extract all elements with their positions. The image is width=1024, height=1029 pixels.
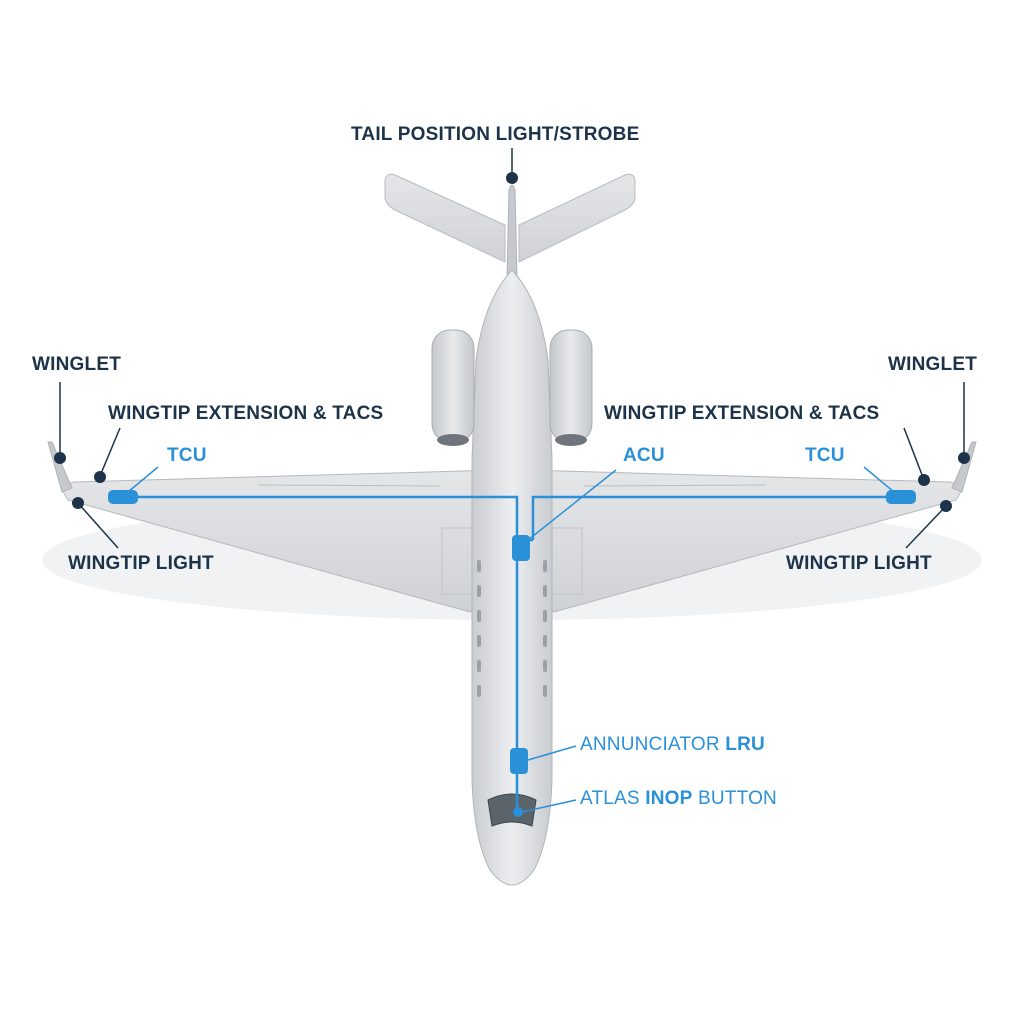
fuselage bbox=[471, 269, 553, 886]
winglet-right-dot bbox=[958, 452, 970, 464]
wingtip-light-right-dot bbox=[940, 500, 952, 512]
annunciator-lru-unit bbox=[510, 748, 528, 774]
cockpit-windshield bbox=[487, 793, 537, 827]
acu-unit bbox=[512, 535, 530, 561]
label-tcu-right: TCU bbox=[805, 445, 845, 466]
engine-left bbox=[431, 329, 475, 443]
label-annunciator-lru: ANNUNCIATOR LRU bbox=[580, 734, 765, 756]
label-wingtip-light-right: WINGTIP LIGHT bbox=[786, 553, 932, 574]
engine-right bbox=[549, 329, 593, 443]
label-wingtip-extension-left: WINGTIP EXTENSION & TACS bbox=[108, 403, 384, 424]
engine-intake-left bbox=[437, 434, 469, 446]
label-acu: ACU bbox=[623, 445, 665, 466]
horizontal-stabilizer-left bbox=[384, 173, 506, 263]
winglet-left-dot bbox=[54, 452, 66, 464]
wingtip-ext-right-dot bbox=[918, 474, 930, 486]
label-wingtip-extension-right: WINGTIP EXTENSION & TACS bbox=[604, 403, 880, 424]
atlas-bold: INOP bbox=[645, 788, 693, 809]
annunciator-bold: LRU bbox=[725, 734, 765, 755]
tail-light-dot bbox=[506, 172, 518, 184]
tcu-left-unit bbox=[108, 490, 138, 504]
label-winglet-right: WINGLET bbox=[888, 354, 977, 375]
cabin-windows bbox=[477, 560, 547, 697]
wingtip-ext-left-dot bbox=[94, 471, 106, 483]
atlas-suffix: BUTTON bbox=[698, 788, 777, 809]
label-tail-position-light: TAIL POSITION LIGHT/STROBE bbox=[351, 124, 640, 145]
dark-leader-lines bbox=[59, 148, 965, 549]
winglet-right-shape bbox=[951, 441, 977, 493]
label-tcu-left: TCU bbox=[167, 445, 207, 466]
blue-leader-lines bbox=[127, 466, 895, 813]
horizontal-stabilizer-right bbox=[518, 173, 636, 263]
wing-panel-line bbox=[583, 484, 767, 487]
atlas-inop-button-unit bbox=[513, 807, 523, 817]
vertical-stabilizer bbox=[506, 184, 518, 281]
winglet-left-shape bbox=[47, 441, 73, 493]
label-wingtip-light-left: WINGTIP LIGHT bbox=[68, 553, 214, 574]
atlas-prefix: ATLAS bbox=[580, 788, 640, 809]
wing-panel-line bbox=[257, 484, 441, 487]
label-winglet-left: WINGLET bbox=[32, 354, 121, 375]
annunciator-prefix: ANNUNCIATOR bbox=[580, 734, 720, 755]
wingtip-light-left-dot bbox=[72, 497, 84, 509]
dark-marker-dots bbox=[54, 172, 970, 512]
label-atlas-inop-button: ATLAS INOP BUTTON bbox=[580, 788, 777, 810]
engine-intake-right bbox=[555, 434, 587, 446]
tcu-right-unit bbox=[886, 490, 916, 504]
